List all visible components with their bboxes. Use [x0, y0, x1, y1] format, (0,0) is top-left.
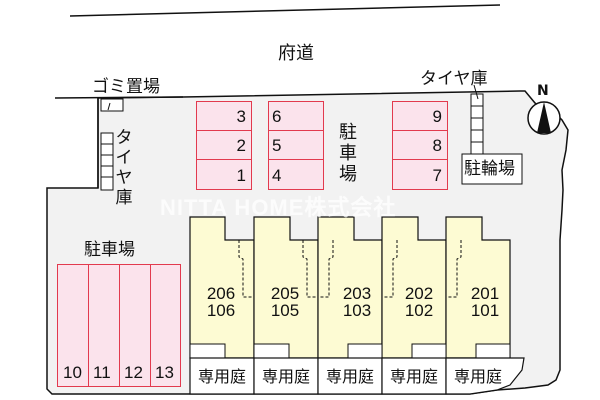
parking-space: 3: [196, 101, 252, 131]
compass-icon: [527, 101, 561, 135]
parking-space: 8: [392, 130, 448, 160]
tire-storage-label-left: タ イ ヤ 庫: [114, 128, 134, 208]
private-garden-label: 専用庭: [453, 367, 502, 386]
apartment-units: [189, 216, 511, 359]
parking-number: 4: [272, 166, 282, 185]
private-garden-label: 専用庭: [325, 367, 374, 386]
parking-space: 13: [150, 264, 181, 387]
unit-label: 201 101: [460, 285, 510, 319]
unit-lower-number: 103: [342, 301, 372, 320]
parking-space: 6: [268, 101, 324, 131]
private-garden-label: 専用庭: [261, 367, 310, 386]
unit-label: 202 102: [394, 285, 444, 319]
unit-label: 205 105: [260, 285, 310, 319]
bicycle-parking-label: 駐輪場: [464, 159, 515, 179]
parking-space: 7: [392, 159, 448, 190]
watermark: NITTA HOME株式会社: [160, 195, 397, 220]
parking-space: 12: [119, 264, 151, 387]
parking-number: 1: [236, 166, 246, 185]
char: 駐: [339, 122, 357, 143]
unit-lower-number: 101: [470, 301, 500, 320]
unit-upper-number: 205: [270, 284, 300, 303]
parking-space: 2: [196, 130, 252, 160]
char: ヤ: [115, 168, 133, 188]
tire-storage-right-boxes: [470, 93, 484, 155]
char: 車: [339, 143, 357, 164]
parking-number: 12: [124, 363, 143, 382]
parking-space: 5: [268, 130, 324, 160]
tire-storage-label-top: タイヤ庫: [420, 69, 488, 89]
compass-north-label: N: [537, 83, 549, 99]
unit-label: 206 106: [196, 285, 246, 319]
char: イ: [115, 148, 133, 168]
parking-label-center: 駐 車 場: [338, 122, 358, 185]
parking-number: 13: [155, 363, 174, 382]
parking-number: 2: [236, 136, 246, 155]
parking-number: 5: [272, 136, 282, 155]
parking-space: 4: [268, 159, 324, 190]
garbage-area-box: [100, 98, 124, 112]
unit-lower-number: 102: [404, 301, 434, 320]
unit-upper-number: 202: [404, 284, 434, 303]
road-label: 府道: [278, 43, 314, 64]
parking-number: 6: [272, 107, 282, 126]
parking-label-left: 駐車場: [84, 240, 135, 260]
unit-upper-number: 201: [470, 284, 500, 303]
char: 庫: [115, 188, 133, 208]
parking-space: 9: [392, 101, 448, 131]
private-garden-label: 専用庭: [197, 367, 246, 386]
parking-space: 11: [88, 264, 120, 387]
unit-label: 203 103: [332, 285, 382, 319]
parking-space: 10: [57, 264, 89, 387]
parking-number: 11: [93, 363, 111, 382]
unit-lower-number: 106: [206, 301, 236, 320]
road-edge-line: [69, 4, 501, 17]
unit-upper-number: 206: [206, 284, 236, 303]
tire-storage-left-boxes: [100, 132, 114, 191]
garden-row: [189, 357, 525, 395]
char: タ: [115, 128, 133, 148]
private-garden-label: 専用庭: [389, 367, 438, 386]
unit-lower-number: 105: [270, 301, 300, 320]
garbage-area-label: ゴミ置場: [92, 77, 160, 97]
bicycle-parking-box: [461, 153, 523, 185]
char: 場: [339, 164, 357, 185]
parking-number: 8: [432, 136, 442, 155]
parking-space: 1: [196, 159, 252, 190]
unit-upper-number: 203: [342, 284, 372, 303]
parking-number: 9: [432, 107, 442, 126]
parking-number: 7: [432, 166, 442, 185]
parking-number: 10: [63, 363, 82, 382]
parking-number: 3: [236, 107, 246, 126]
